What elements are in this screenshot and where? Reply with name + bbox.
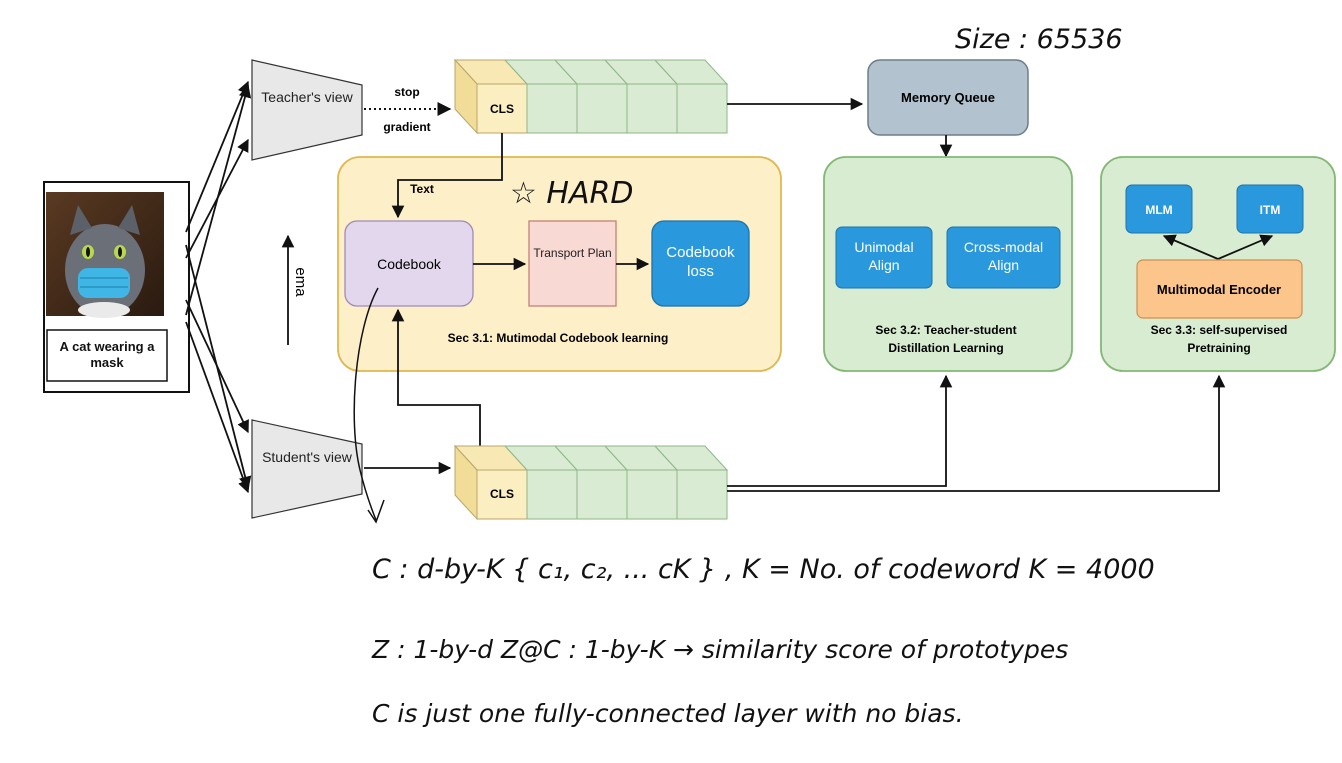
note-line3: C is just one fully-connected layer with… <box>372 699 964 728</box>
stop-gradient-arrow: stop gradient <box>364 85 452 134</box>
ema-label: ema <box>292 267 309 297</box>
note-line2: Z : 1-by-d Z@C : 1-by-K → similarity sco… <box>371 635 1068 664</box>
ema-indicator: ema <box>281 234 309 345</box>
student-view-box: Student's view <box>251 419 363 519</box>
handwritten-arrow <box>353 287 379 521</box>
teacher-view-label: Teacher's view <box>261 89 353 105</box>
sec33-caption-line1: Sec 3.3: self-supervised <box>1151 323 1288 337</box>
mlm-box <box>1125 184 1193 234</box>
gradient-label: gradient <box>383 120 430 134</box>
transport-plan-box <box>528 220 617 307</box>
crossmodal-align-label: Cross-modal Align <box>963 239 1044 273</box>
mlm-label: MLM <box>1145 203 1172 217</box>
multimodal-encoder-label: Multimodal Encoder <box>1157 282 1281 297</box>
unimodal-align-box <box>835 226 933 289</box>
itm-box <box>1236 184 1304 234</box>
text-label: Text <box>410 182 434 196</box>
itm-label: ITM <box>1260 203 1281 217</box>
unimodal-align-label: Unimodal Align <box>854 239 914 273</box>
size-note: Size : 65536 <box>955 24 1123 55</box>
teacher-token-stack: CLS <box>453 58 729 135</box>
sec32-caption-line2: Distillation Learning <box>888 341 1003 355</box>
student-to-codebook-arrow <box>391 308 481 446</box>
image-caption: A cat wearing a mask <box>59 339 155 370</box>
text-arrow: Text <box>391 133 503 219</box>
handwritten-notes: Size : 65536 ☆ HARD C : d-by-K { c₁, c₂,… <box>353 24 1155 728</box>
hard-note: ☆ HARD <box>510 176 633 211</box>
distillation-panel: Unimodal Align Cross-modal Align Sec 3.2… <box>823 156 1073 372</box>
sec33-caption-line2: Pretraining <box>1187 341 1250 355</box>
stop-label: stop <box>394 85 419 99</box>
transport-plan-label: Transport Plan <box>533 246 612 260</box>
memory-queue-label: Memory Queue <box>901 90 995 105</box>
cat-photo <box>46 192 164 318</box>
crossmodal-align-box <box>946 226 1061 289</box>
student-cls-label: CLS <box>490 487 514 501</box>
codebook-label: Codebook <box>377 256 442 272</box>
student-token-stack: CLS <box>453 444 729 521</box>
multimodal-encoder-box <box>1136 259 1303 319</box>
student-output-arrows <box>727 374 1226 492</box>
codebook-loss-box <box>651 220 750 307</box>
memory-queue-box: Memory Queue <box>867 59 1029 136</box>
student-view-label: Student's view <box>262 449 352 465</box>
pretraining-panel: MLM ITM Multimodal Encoder Sec 3.3: self… <box>1100 156 1336 372</box>
codebook-loss-label: Codebook loss <box>666 244 735 280</box>
view-arrows <box>185 80 252 494</box>
sec31-caption: Sec 3.1: Mutimodal Codebook learning <box>448 331 669 345</box>
note-line1: C : d-by-K { c₁, c₂, ... cK } , K = No. … <box>372 554 1155 585</box>
input-image-card: A cat wearing a mask <box>43 181 190 393</box>
teacher-cls-label: CLS <box>490 102 514 116</box>
codebook-panel: Codebook Transport Plan Codebook loss Se… <box>337 156 782 372</box>
sec32-caption-line1: Sec 3.2: Teacher-student <box>875 323 1016 337</box>
teacher-view-box: Teacher's view <box>251 59 363 161</box>
